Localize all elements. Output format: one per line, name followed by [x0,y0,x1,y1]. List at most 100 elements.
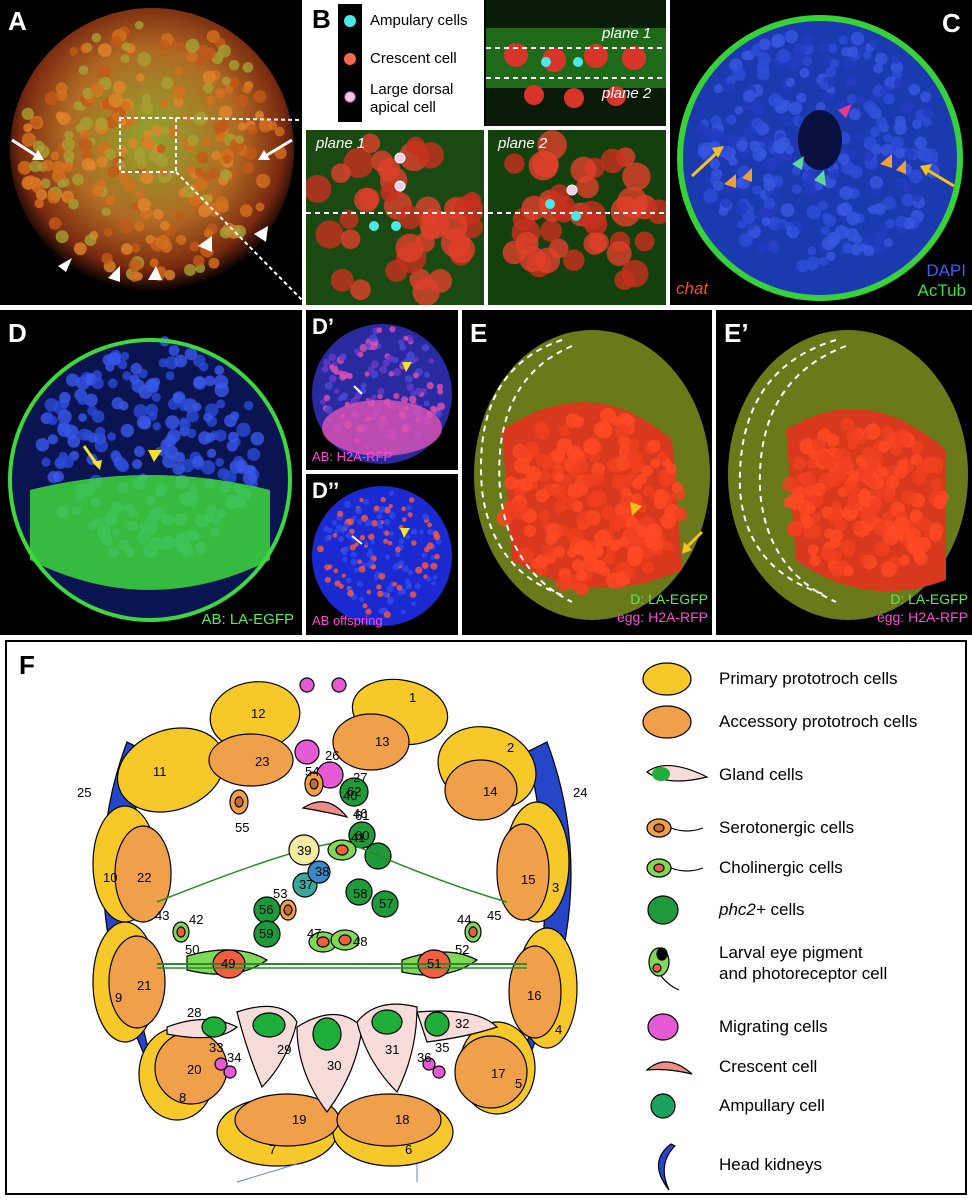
nucleus [427,522,432,528]
nucleus [743,128,757,142]
nucleus [91,377,104,390]
nucleus [398,538,405,545]
nucleus [383,518,391,526]
nucleus [159,98,169,109]
nucleus [68,198,79,210]
nucleus [122,371,132,381]
cell-number: 46 [353,806,367,821]
nucleus [572,416,585,428]
cell-number: 28 [187,1005,201,1020]
nucleus [407,569,413,575]
nucleus [235,459,248,472]
nucleus [865,102,879,116]
nucleus [359,343,368,352]
nucleus [557,524,569,536]
inset-box [119,117,177,173]
nucleus [143,130,153,140]
nucleus [894,115,906,127]
nucleus [216,119,229,133]
cell-number: 49 [221,956,235,971]
nucleus [184,347,198,361]
nucleus [199,362,209,372]
panel-c-label: C [942,8,961,38]
nucleus [782,476,798,493]
nucleus [615,455,631,471]
nucleus [343,147,374,179]
plane2-top: plane 2 [602,85,652,102]
nucleus [101,253,113,265]
cell-number: 4 [555,1022,562,1037]
nucleus [912,119,922,129]
cell-number: 57 [379,896,393,911]
nucleus [21,107,34,120]
nucleus [164,269,176,281]
nucleus [186,50,198,63]
nucleus [30,117,41,128]
nucleus [756,243,768,255]
nucleus [235,135,244,144]
cell-number: 15 [521,872,535,887]
nucleus [86,161,97,171]
nucleus [828,168,840,180]
nucleus [371,394,377,400]
nucleus [622,162,651,191]
panel-a: A [0,0,302,305]
nucleus [583,232,606,255]
nucleus [214,382,229,398]
nucleus [535,554,549,568]
nucleus [141,93,151,103]
cell-number: 12 [251,706,265,721]
cell-number: 62 [347,784,361,799]
nucleus [389,531,395,537]
nucleus [91,184,104,197]
nucleus [203,228,213,238]
nucleus [841,46,851,57]
nucleus [779,99,792,112]
nucleus [408,497,415,503]
nucleus [131,379,145,393]
plane2-label: plane 2 [498,135,548,152]
nucleus [373,505,380,512]
nucleus [768,93,783,108]
nucleus [756,60,770,74]
nucleus [794,57,804,67]
nucleus [751,117,764,130]
legend-ampullary: Ampullary cell [719,1096,825,1115]
nucleus [198,204,212,218]
nucleus [364,371,370,377]
crescent-cell [301,801,349,819]
orange-arrowheads-c [724,154,906,188]
nucleus [893,78,905,89]
nucleus [137,52,152,67]
nucleus [558,425,570,437]
nucleus [542,543,556,557]
nucleus [198,431,212,445]
cell-number: 14 [483,784,497,799]
legend-icon-accessory [642,705,692,739]
nucleus [250,431,265,446]
legend-crescent: Crescent cell [719,1057,818,1076]
nucleus [94,438,109,453]
nucleus [134,20,144,30]
nucleus [894,465,908,479]
nucleus [434,553,440,560]
nucleus [247,447,261,461]
nucleus [377,393,383,399]
nucleus [337,510,344,517]
nucleus [90,82,105,96]
cell-number: 19 [292,1112,306,1127]
nucleus [132,459,143,470]
panel-a-label: A [8,6,27,36]
nucleus [402,565,409,573]
arrowhead-d [148,450,162,462]
panel-e-image [474,330,710,620]
nucleus [120,243,133,255]
nucleus [357,351,364,358]
nucleus [916,459,933,476]
nucleus [368,548,373,554]
nucleus [328,353,337,362]
nucleus [883,490,896,503]
nucleus [908,169,923,184]
nucleus [235,94,249,108]
nucleus [244,146,258,160]
